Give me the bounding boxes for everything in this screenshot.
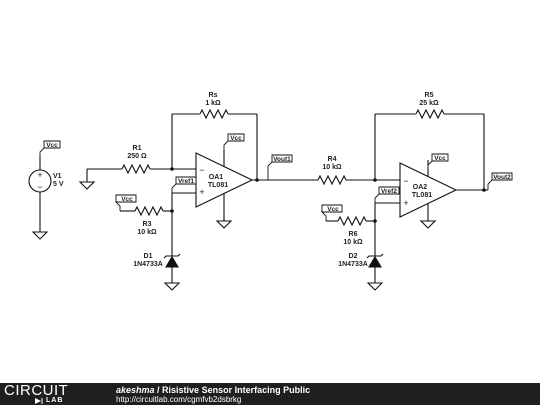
vref2-node: [373, 219, 377, 223]
vcc-flag-oa2[interactable]: Vcc: [427, 153, 449, 170]
circuitlab-logo-sub: LAB: [46, 397, 64, 404]
v1-minus-sign: −: [37, 182, 42, 192]
svg-text:Vcc: Vcc: [230, 135, 242, 142]
r5-name: R5: [425, 92, 434, 99]
r1-value: 250 Ω: [127, 153, 147, 160]
oa2-name: OA2: [413, 184, 428, 191]
r3-resistor[interactable]: [134, 205, 164, 217]
svg-text:Vcc: Vcc: [327, 206, 339, 213]
svg-text:Vout1: Vout1: [273, 156, 291, 163]
circuitlab-logo[interactable]: CIRCUIT: [4, 382, 69, 399]
svg-text:Vref2: Vref2: [381, 188, 397, 195]
oa2-plus: +: [403, 198, 408, 208]
vcc-flag-r3[interactable]: Vcc: [114, 194, 137, 211]
d1-name: D1: [144, 253, 153, 260]
circuit-title-line: akeshma / Risistive Sensor Interfacing P…: [116, 385, 310, 395]
title-separator: /: [154, 385, 163, 395]
r1-ground: [78, 181, 96, 190]
r5-value: 25 kΩ: [419, 100, 439, 107]
svg-text:Vcc: Vcc: [46, 142, 58, 149]
svg-text:Vout2: Vout2: [493, 174, 511, 181]
diode-logo-icon: [35, 398, 43, 404]
r6-name: R6: [349, 231, 358, 238]
footer-bar: CIRCUIT LAB akeshma / Risistive Sensor I…: [0, 383, 540, 405]
oa1-minus-node: [170, 167, 174, 171]
vcc-flag-r6[interactable]: Vcc: [320, 204, 343, 221]
oa2-opamp[interactable]: − +: [399, 162, 458, 218]
vref1-node: [170, 209, 174, 213]
vout1-node: [255, 178, 259, 182]
v1-name: V1: [53, 173, 62, 180]
svg-text:Vcc: Vcc: [434, 155, 446, 162]
r4-name: R4: [328, 156, 337, 163]
d1-zener[interactable]: [163, 253, 181, 268]
r5-resistor[interactable]: [415, 108, 445, 120]
rs-name: Rs: [209, 92, 218, 99]
vref1-flag[interactable]: Vref1: [171, 176, 197, 193]
d1-ground: [163, 282, 181, 291]
r6-resistor[interactable]: [337, 215, 367, 227]
d1-value: 1N4733A: [133, 261, 163, 268]
d2-value: 1N4733A: [338, 261, 368, 268]
r3-name: R3: [143, 221, 152, 228]
author-link[interactable]: akeshma: [116, 385, 155, 395]
vcc-flag-oa1[interactable]: Vcc: [223, 133, 245, 150]
oa2-minus-node: [373, 178, 377, 182]
svg-text:Vcc: Vcc: [121, 196, 133, 203]
r3-value: 10 kΩ: [137, 229, 157, 236]
circuit-title: Risistive Sensor Interfacing Public: [162, 385, 311, 395]
oa1-name: OA1: [209, 174, 224, 181]
r4-resistor[interactable]: [317, 174, 347, 186]
rs-value: 1 kΩ: [205, 100, 221, 107]
vout1-flag[interactable]: Vout1: [267, 154, 293, 180]
svg-text:Vref1: Vref1: [178, 178, 194, 185]
d2-name: D2: [349, 253, 358, 260]
oa1-ground: [215, 220, 233, 229]
r6-value: 10 kΩ: [343, 239, 363, 246]
r1-name: R1: [133, 145, 142, 152]
v1-plus-sign: +: [37, 170, 42, 180]
v1-value: 5 V: [53, 181, 64, 188]
circuit-url[interactable]: http://circuitlab.com/cgmfvb2dsbrkg: [116, 395, 242, 404]
vref2-flag[interactable]: Vref2: [374, 186, 400, 203]
d2-zener[interactable]: [366, 253, 384, 268]
oa1-value: TL081: [208, 182, 228, 189]
v1-source[interactable]: + −: [28, 169, 52, 193]
oa2-ground: [419, 220, 437, 229]
oa1-minus: −: [199, 165, 204, 175]
vout2-flag[interactable]: Vout2: [487, 172, 513, 190]
r1-resistor[interactable]: [121, 163, 151, 175]
oa1-plus: +: [199, 187, 204, 197]
vcc-flag-v1[interactable]: Vcc: [39, 140, 61, 157]
r4-value: 10 kΩ: [322, 164, 342, 171]
d2-ground: [366, 282, 384, 291]
oa2-minus: −: [403, 176, 408, 186]
v1-ground: [31, 231, 49, 240]
vout2-node: [482, 188, 486, 192]
oa2-value: TL081: [412, 192, 432, 199]
rs-resistor[interactable]: [199, 108, 229, 120]
